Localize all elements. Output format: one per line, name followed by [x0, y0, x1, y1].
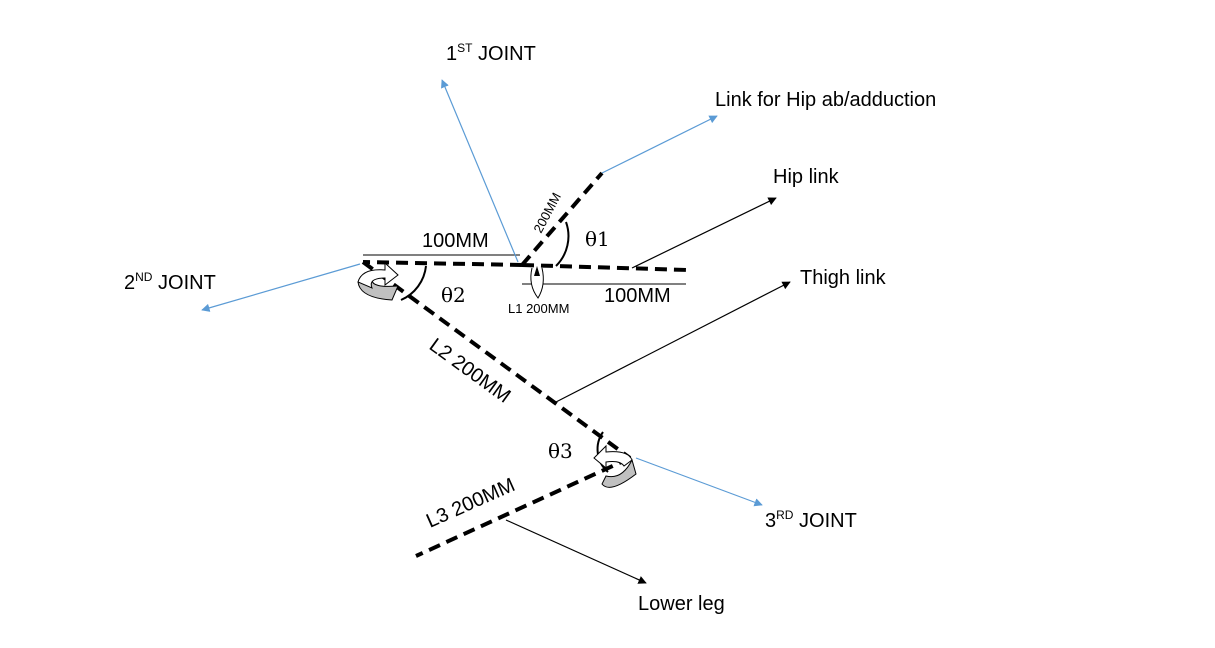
- theta3-label: θ3: [548, 439, 573, 463]
- l1-label: L1 200MM: [508, 301, 569, 316]
- hip-ab-link-label: Link for Hip ab/adduction: [715, 89, 936, 111]
- joint2-pointer: [201, 263, 361, 312]
- lower-leg-pointer: [505, 519, 647, 584]
- joint2-label: 2ND JOINT: [124, 270, 216, 294]
- joint2-rotation-arrow: [357, 261, 399, 301]
- thigh-link-pointer: [555, 281, 791, 403]
- thigh-link-label: Thigh link: [800, 267, 887, 289]
- hip-link-label: Hip link: [773, 166, 840, 188]
- theta2-arc: [400, 265, 427, 301]
- link-thigh: [361, 260, 632, 460]
- theta3-arc: [596, 431, 609, 473]
- theta2-label: θ2: [441, 283, 466, 307]
- dim-200-short-label: 200MM: [530, 190, 564, 235]
- theta1-label: θ1: [585, 227, 610, 251]
- hip-ab-link-pointer: [601, 115, 718, 174]
- joint1-label: 1ST JOINT: [446, 41, 536, 65]
- link-hip-abduction: [520, 171, 604, 267]
- l3-label: L3 200MM: [423, 474, 518, 533]
- link-hip-left: [362, 260, 523, 267]
- hip-link-pointer: [631, 197, 777, 269]
- joint1-rotation-arrow: [530, 266, 544, 299]
- link-lower-leg: [415, 456, 631, 558]
- joint3-label: 3RD JOINT: [765, 508, 857, 532]
- joint3-rotation-arrow: [593, 444, 637, 488]
- link-hip-right: [521, 263, 689, 272]
- dim-100-left-label: 100MM: [422, 230, 489, 252]
- l2-label: L2 200MM: [425, 334, 514, 407]
- joint3-pointer: [635, 457, 763, 507]
- joint1-pointer: [441, 79, 519, 263]
- dim-100-right-label: 100MM: [604, 285, 671, 307]
- theta1-arc: [555, 221, 570, 267]
- lower-leg-label: Lower leg: [638, 593, 725, 615]
